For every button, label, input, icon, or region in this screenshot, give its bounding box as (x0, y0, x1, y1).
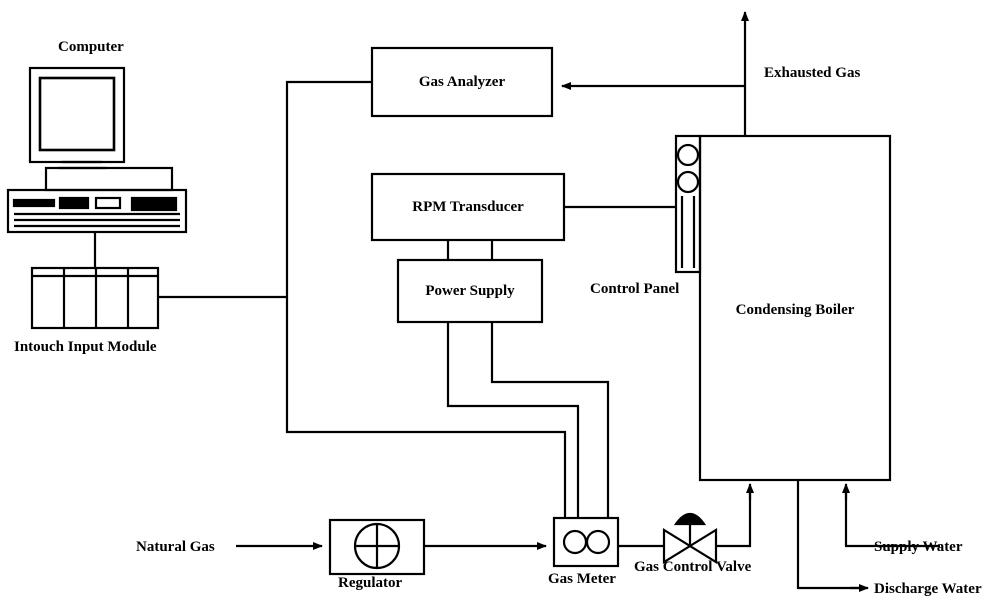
gas-analyzer-box (370, 46, 554, 118)
gas-analyzer-label: Gas Analyzer (418, 73, 506, 90)
valve-boiler-line (716, 490, 752, 548)
input-module-icon (30, 266, 160, 330)
computer-label: Computer (58, 39, 124, 55)
power-supply-label: Power Supply (425, 282, 515, 299)
condensing-boiler-box (698, 134, 892, 482)
supply-water-label: Supply Water (874, 539, 963, 555)
gas-control-valve-label: Gas Control Valve (634, 559, 752, 575)
power-meter-line-b (490, 322, 610, 518)
control-panel-dials-icon (674, 134, 702, 274)
gas-meter-label: Gas Meter (548, 571, 616, 587)
gas-meter-icon (552, 516, 620, 568)
condensing-boiler-label: Condensing Boiler (735, 301, 855, 318)
power-supply-box (396, 258, 544, 324)
computer-icon (6, 66, 188, 234)
power-meter-line-a (446, 322, 580, 518)
regulator-label: Regulator (338, 575, 403, 591)
discharge-water-line (796, 480, 862, 590)
intouch-input-module-label: Intouch Input Module (14, 339, 157, 355)
natural-gas-label: Natural Gas (136, 539, 215, 555)
supply-water-line (844, 490, 940, 548)
valve-icon (662, 512, 718, 564)
exhausted-gas-label: Exhausted Gas (764, 65, 861, 81)
rpm-transducer-label: RPM Transducer (412, 198, 524, 215)
regulator-icon (328, 518, 426, 576)
discharge-water-label: Discharge Water (874, 581, 982, 597)
control-panel-label: Control Panel (590, 281, 680, 297)
signal-bus-line (285, 80, 567, 518)
